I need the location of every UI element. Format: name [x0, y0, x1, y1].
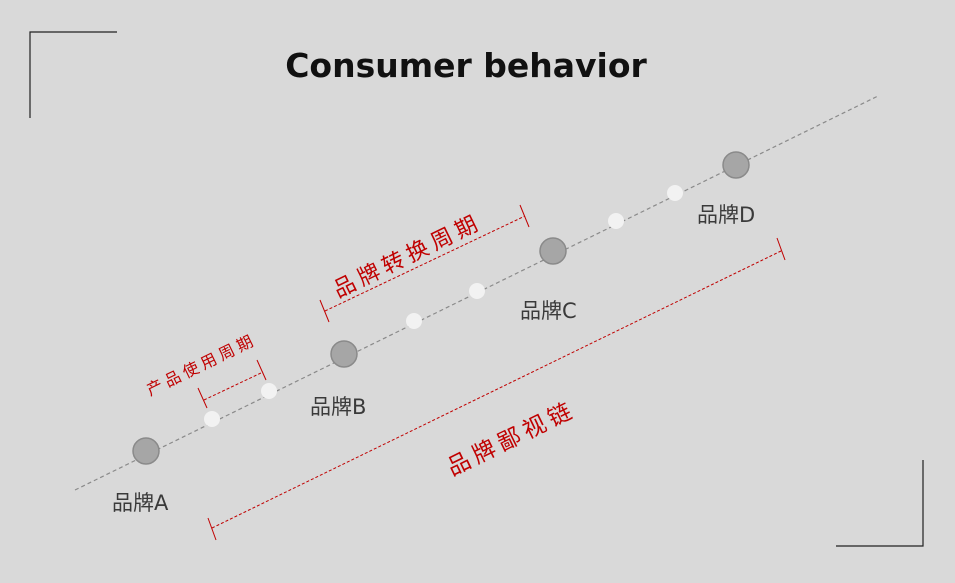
brand-label-c: 品牌C	[520, 299, 577, 323]
usage-cycle-bracket	[197, 359, 267, 409]
page-title: Consumer behavior	[285, 46, 647, 85]
brand-label-b: 品牌B	[310, 395, 366, 419]
corner-bracket-top-left	[29, 31, 117, 118]
brand-node-c	[539, 237, 567, 265]
timeline-dot	[469, 283, 485, 299]
timeline-dot	[406, 313, 422, 329]
timeline-dot	[667, 185, 683, 201]
brand-node-b	[330, 340, 358, 368]
disdain-chain-bracket	[207, 237, 786, 541]
brand-label-a: 品牌A	[112, 491, 169, 515]
switch-cycle-bracket	[319, 204, 530, 323]
brand-label-d: 品牌D	[697, 203, 755, 227]
disdain-chain-label: 品牌鄙视链	[443, 397, 580, 482]
usage-cycle-label: 产品使用周期	[143, 330, 259, 400]
switch-cycle-label: 品牌转换周期	[330, 210, 487, 303]
timeline-dot	[261, 383, 277, 399]
brand-node-d	[722, 151, 750, 179]
brand-node-a	[132, 437, 160, 465]
timeline-dot	[204, 411, 220, 427]
corner-bracket-bottom-right	[836, 460, 924, 547]
timeline-dot	[608, 213, 624, 229]
